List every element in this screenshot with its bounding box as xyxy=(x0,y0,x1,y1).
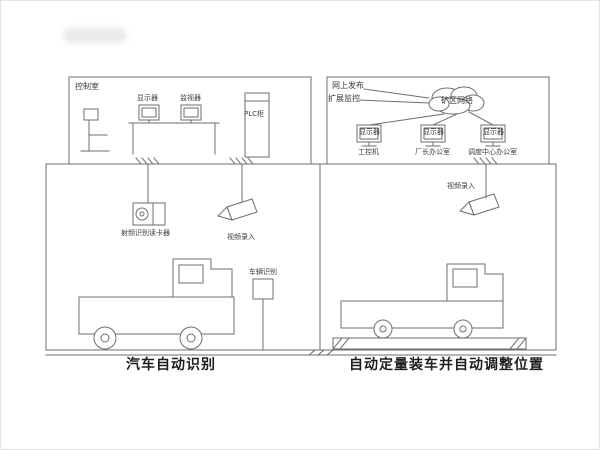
plc-label: PLC柜 xyxy=(244,110,265,118)
control-room-label: 控制室 xyxy=(75,82,99,91)
structure-lines xyxy=(45,76,557,356)
net-monitor-1-label: 显示器 xyxy=(359,128,380,136)
caption-left: 汽车自动识别 xyxy=(126,357,216,373)
net-monitor-3 xyxy=(480,124,506,147)
rfid-reader-label: 射频识别读卡器 xyxy=(121,229,170,237)
desk-monitor-right xyxy=(180,104,202,124)
monitor-label: 监视器 xyxy=(180,94,201,102)
vehicle-detector-icon xyxy=(252,278,274,351)
operator-seat xyxy=(80,108,110,152)
net-monitor-1-caption: 工控机 xyxy=(358,148,379,156)
rfid-reader-icon xyxy=(132,202,166,226)
net-monitor-2-caption: 厂长办公室 xyxy=(415,148,450,156)
truck-left xyxy=(78,258,235,350)
cloud-label: 矿区网络 xyxy=(441,96,473,105)
ceiling-mount-camera-left xyxy=(229,157,254,203)
net-monitor-3-caption: 调度中心办公室 xyxy=(468,148,517,156)
scan-artifact xyxy=(63,28,127,43)
control-desk xyxy=(128,122,220,155)
desk-monitor-left xyxy=(138,104,160,124)
net-monitor-1 xyxy=(356,124,382,147)
weigh-platform xyxy=(332,337,527,350)
network-cloud-icon xyxy=(428,86,485,115)
net-monitor-2-label: 显示器 xyxy=(423,128,444,136)
plc-cabinet xyxy=(244,92,270,158)
camera-left-label: 视频录入 xyxy=(227,233,255,241)
display-label: 显示器 xyxy=(137,94,158,102)
caption-right: 自动定量装车并自动调整位置 xyxy=(349,357,544,373)
web-publish-label: 网上发布 xyxy=(332,81,364,90)
ceiling-mount-camera-right xyxy=(473,157,498,199)
camera-right-label: 视频录入 xyxy=(447,182,475,190)
ceiling-mount-rfid xyxy=(135,157,160,204)
network-links xyxy=(358,88,494,126)
camera-right-icon xyxy=(459,193,500,216)
net-monitor-2 xyxy=(420,124,446,147)
net-monitor-3-label: 显示器 xyxy=(483,128,504,136)
truck-right xyxy=(340,263,504,339)
vehicle-detector-label: 车辆识别 xyxy=(249,268,277,276)
extend-label: 扩展监控 xyxy=(328,94,360,103)
camera-left-icon xyxy=(217,198,258,221)
